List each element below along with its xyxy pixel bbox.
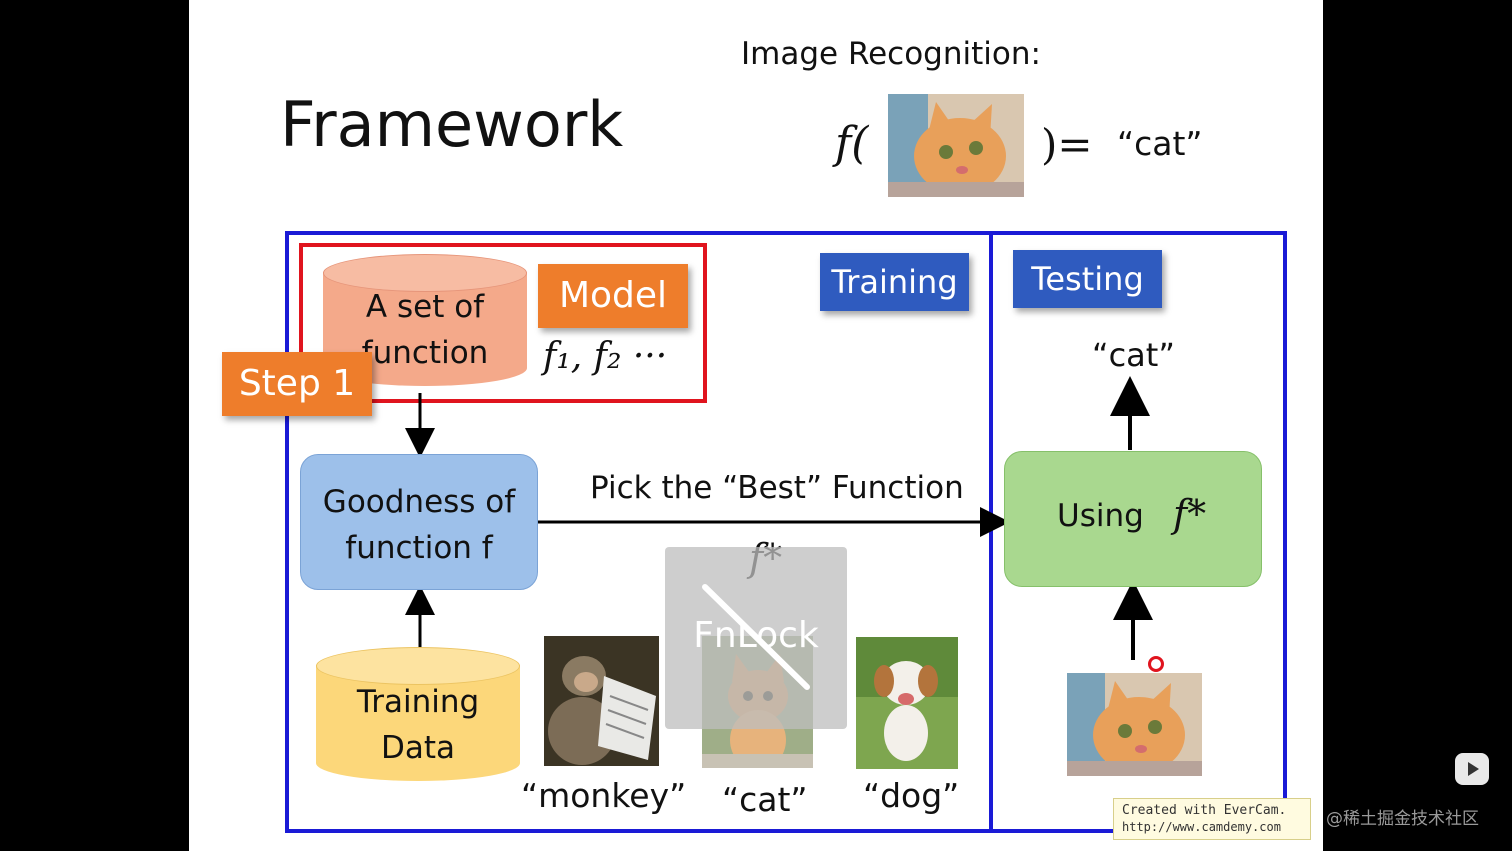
training-tag: Training	[820, 253, 969, 311]
slide: Framework Image Recognition: f( )= “cat”…	[189, 0, 1323, 851]
testing-tag: Testing	[1013, 250, 1162, 308]
evercam-watermark: Created with EverCam. http://www.camdemy…	[1113, 798, 1311, 840]
function-list: f₁, f₂ ···	[543, 336, 668, 377]
testing-output: “cat”	[1092, 336, 1175, 374]
pick-best-label: Pick the “Best” Function	[590, 470, 964, 506]
bilibili-play-icon[interactable]	[1455, 753, 1489, 785]
set-of-function-line2: function	[361, 335, 489, 371]
recognition-output: “cat”	[1117, 124, 1203, 163]
set-of-function-line1: A set of	[365, 289, 485, 325]
framework-frame	[285, 231, 1287, 833]
cursor-dot-icon	[1148, 656, 1164, 672]
brand-watermark: @稀土掘金技术社区	[1326, 809, 1479, 829]
image-recognition-label: Image Recognition:	[741, 36, 1041, 72]
slide-title: Framework	[280, 88, 624, 161]
cat-sample-label: “cat”	[722, 780, 808, 819]
training-data-cylinder: Training Data	[316, 647, 520, 781]
using-f-star-box: Using f*	[1004, 451, 1262, 587]
arrows-layer	[405, 376, 1153, 660]
model-box	[299, 243, 707, 403]
monkey-label: “monkey”	[521, 776, 687, 815]
cat-photo	[888, 94, 1024, 197]
training-data-line1: Training	[356, 684, 480, 720]
goodness-line2: function f	[345, 530, 493, 566]
puppy-photo	[856, 637, 958, 769]
dog-label: “dog”	[863, 776, 960, 815]
f-open-paren: f(	[835, 118, 869, 169]
set-of-function-cylinder: A set of function	[323, 254, 527, 386]
step-1-tag: Step 1	[222, 352, 372, 416]
evercam-line2: http://www.camdemy.com	[1122, 820, 1281, 834]
model-tag: Model	[538, 264, 688, 328]
test-cat-photo	[1067, 673, 1202, 776]
close-paren-equals: )=	[1041, 120, 1093, 169]
training-data-line2: Data	[380, 730, 456, 766]
f-star-testing: f*	[1173, 492, 1207, 536]
goodness-box: Goodness of function f	[300, 454, 538, 590]
fnlock-overlay: FnLock	[665, 547, 847, 729]
fnlock-slash-icon	[702, 584, 810, 690]
evercam-line1: Created with EverCam.	[1122, 803, 1287, 818]
monkey-photo	[544, 636, 659, 766]
goodness-line1: Goodness of	[322, 484, 516, 520]
using-label: Using	[1057, 498, 1144, 534]
